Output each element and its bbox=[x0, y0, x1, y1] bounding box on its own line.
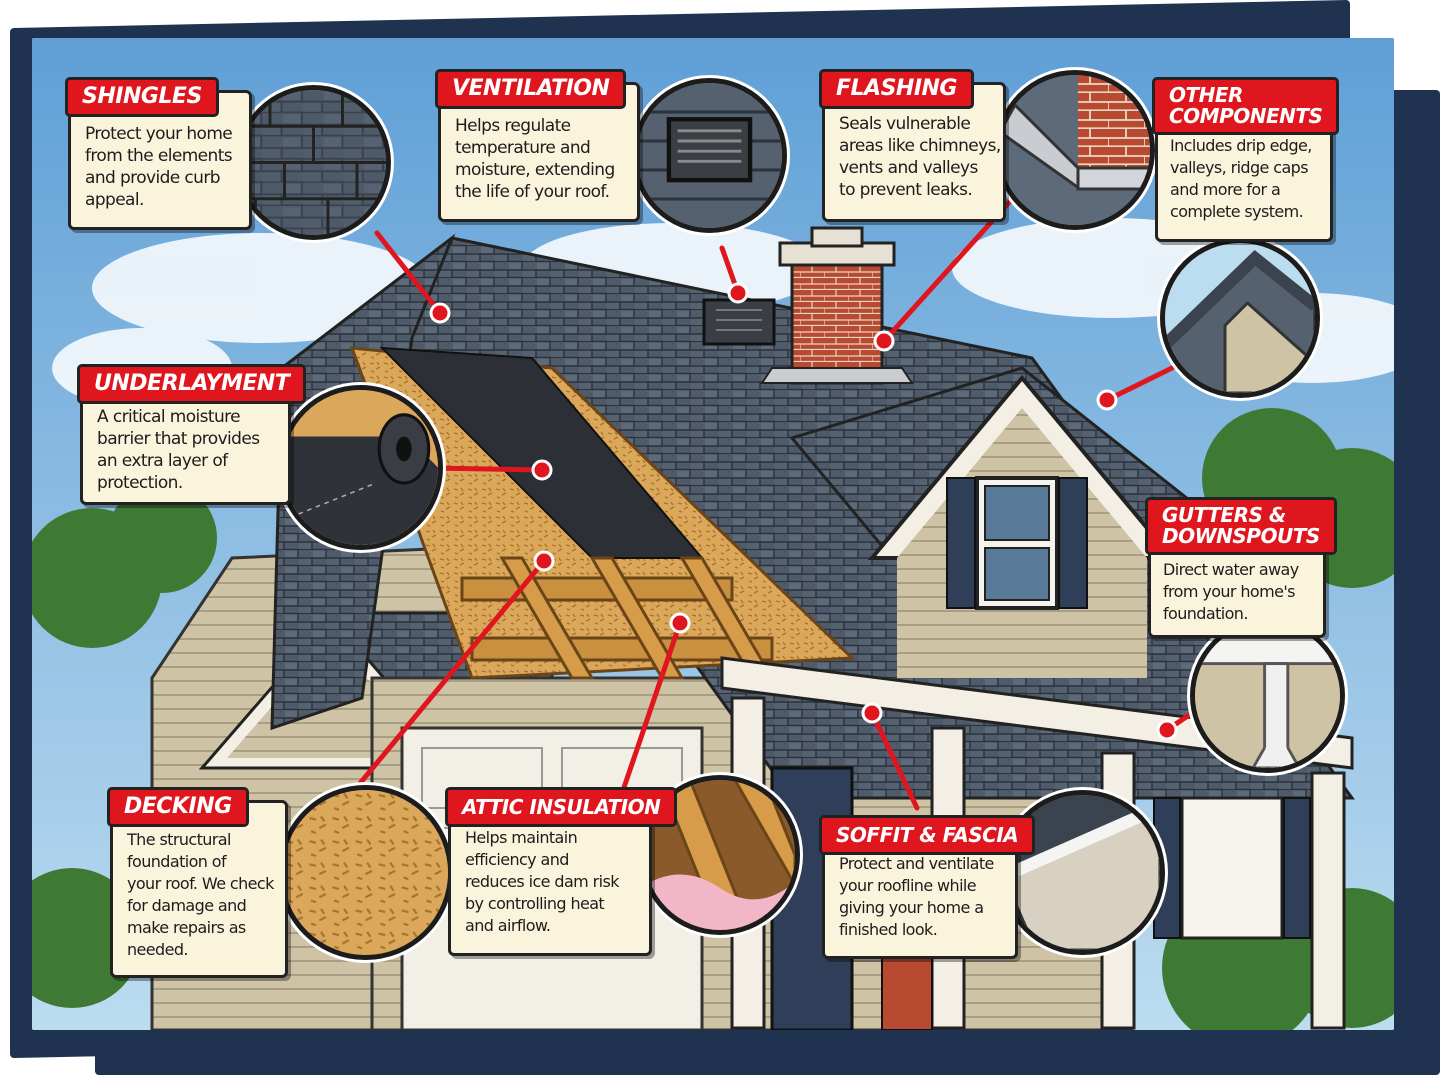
ventilation-detail-bubble bbox=[632, 78, 787, 233]
other-components-card: OTHER COMPONENTS Includes drip edge, val… bbox=[1152, 77, 1340, 242]
attic-insulation-description: Helps maintain efficiency and reduces ic… bbox=[465, 828, 619, 935]
decking-card: DECKING The structural foundation of you… bbox=[107, 787, 288, 978]
decking-detail-bubble bbox=[278, 785, 453, 960]
ventilation-description: Helps regulate temperature and moisture,… bbox=[455, 116, 615, 202]
underlayment-title: UNDERLAYMENT bbox=[77, 364, 307, 404]
gutters-title: GUTTERS & DOWNSPOUTS bbox=[1145, 497, 1337, 555]
attic-insulation-card: ATTIC INSULATION Helps maintain efficien… bbox=[445, 787, 678, 956]
shingles-card: SHINGLES Protect your home from the elem… bbox=[65, 77, 252, 230]
gutters-card: GUTTERS & DOWNSPOUTS Direct water away f… bbox=[1145, 497, 1337, 638]
other-components-description: Includes drip edge, valleys, ridge caps … bbox=[1170, 136, 1312, 221]
gutters-description: Direct water away from your home's found… bbox=[1163, 560, 1299, 623]
underlayment-description: A critical moisture barrier that provide… bbox=[97, 407, 260, 493]
attic-insulation-title: ATTIC INSULATION bbox=[445, 787, 678, 827]
underlayment-card: UNDERLAYMENT A critical moisture barrier… bbox=[77, 364, 307, 505]
underlayment-detail-bubble bbox=[278, 385, 443, 550]
flashing-description: Seals vulnerable areas like chimneys, ve… bbox=[839, 114, 1001, 200]
soffit-fascia-description: Protect and ventilate your roofline whil… bbox=[839, 854, 994, 939]
flashing-detail-bubble bbox=[995, 70, 1155, 230]
decking-description: The structural foundation of your roof. … bbox=[127, 830, 274, 959]
gutters-detail-bubble bbox=[1190, 618, 1345, 773]
decking-title: DECKING bbox=[107, 787, 249, 827]
other-components-title: OTHER COMPONENTS bbox=[1152, 77, 1340, 135]
soffit-fascia-title: SOFFIT & FASCIA bbox=[819, 815, 1036, 855]
shingles-description: Protect your home from the elements and … bbox=[85, 124, 233, 210]
soffit-fascia-card: SOFFIT & FASCIA Protect and ventilate yo… bbox=[819, 815, 1036, 959]
flashing-card: FLASHING Seals vulnerable areas like chi… bbox=[819, 69, 1006, 222]
shingles-title: SHINGLES bbox=[65, 77, 219, 117]
ventilation-title: VENTILATION bbox=[435, 69, 627, 109]
flashing-title: FLASHING bbox=[819, 69, 974, 109]
shingles-detail-bubble bbox=[236, 85, 391, 240]
ventilation-card: VENTILATION Helps regulate temperature a… bbox=[435, 69, 640, 222]
ridge-cap-detail-bubble bbox=[1160, 238, 1320, 398]
